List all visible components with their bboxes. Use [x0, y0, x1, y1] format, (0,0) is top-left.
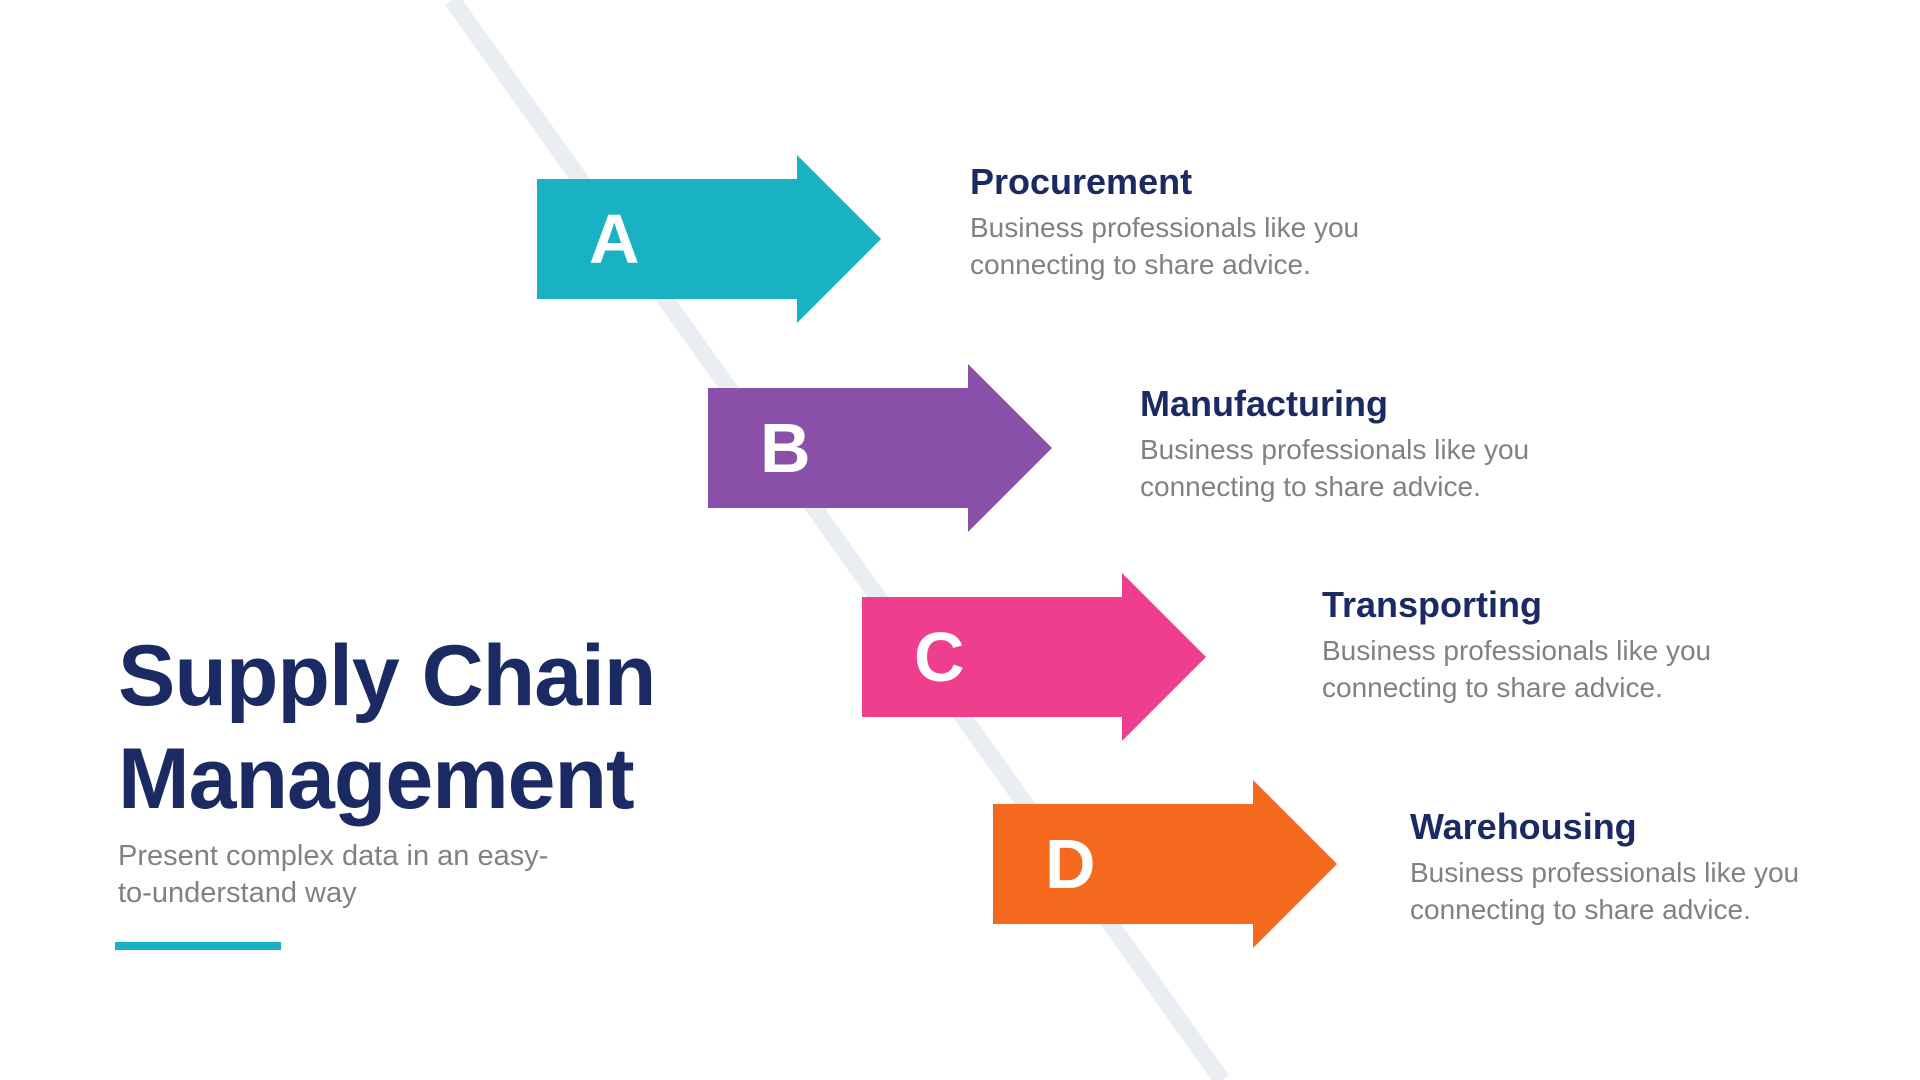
arrow-shape-d: D: [993, 780, 1337, 948]
step-procurement-description: Business professionals like you connecti…: [970, 209, 1359, 283]
title-underline-rule: [115, 942, 281, 950]
arrow-b-icon: [708, 364, 1052, 532]
arrow-shape-b: B: [708, 364, 1052, 532]
step-warehousing-desc-line-2: connecting to share advice.: [1410, 894, 1751, 925]
step-procurement-desc-line-1: Business professionals like you: [970, 212, 1360, 243]
step-manufacturing-desc-line-2: connecting to share advice.: [1140, 471, 1481, 502]
step-transporting: Transporting Business professionals like…: [1322, 583, 1711, 706]
step-manufacturing-title: Manufacturing: [1140, 383, 1388, 424]
step-warehousing-desc-line-1: Business professionals like you: [1410, 857, 1800, 888]
arrow-shape-a: A: [537, 155, 881, 323]
arrow-a-icon: [537, 155, 881, 323]
step-warehousing-title: Warehousing: [1410, 806, 1637, 847]
step-manufacturing: Manufacturing Business professionals lik…: [1140, 382, 1529, 505]
arrow-c-icon: [862, 573, 1206, 741]
arrow-shape-c: C: [862, 573, 1206, 741]
step-warehousing: Warehousing Business professionals like …: [1410, 805, 1799, 928]
step-procurement: Procurement Business professionals like …: [970, 160, 1359, 283]
step-transporting-description: Business professionals like you connecti…: [1322, 632, 1711, 706]
arrow-b-letter: B: [760, 409, 811, 487]
arrow-a-letter: A: [589, 200, 640, 278]
page-title: Supply Chain Management: [118, 628, 656, 827]
arrow-d-icon: [993, 780, 1337, 948]
page-subtitle-line-1: Present complex data in an easy-: [118, 840, 549, 872]
step-warehousing-description: Business professionals like you connecti…: [1410, 854, 1799, 928]
step-manufacturing-desc-line-1: Business professionals like you: [1140, 434, 1530, 465]
step-procurement-title: Procurement: [970, 161, 1193, 202]
page-subtitle-line-2: to-understand way: [118, 877, 357, 909]
step-manufacturing-description: Business professionals like you connecti…: [1140, 431, 1529, 505]
arrow-c-letter: C: [914, 618, 965, 696]
arrow-d-letter: D: [1045, 825, 1096, 903]
step-transporting-desc-line-1: Business professionals like you: [1322, 635, 1712, 666]
step-procurement-desc-line-2: connecting to share advice.: [970, 249, 1311, 280]
step-transporting-desc-line-2: connecting to share advice.: [1322, 672, 1663, 703]
page-subtitle: Present complex data in an easy- to-unde…: [118, 838, 548, 912]
step-transporting-title: Transporting: [1322, 584, 1543, 625]
